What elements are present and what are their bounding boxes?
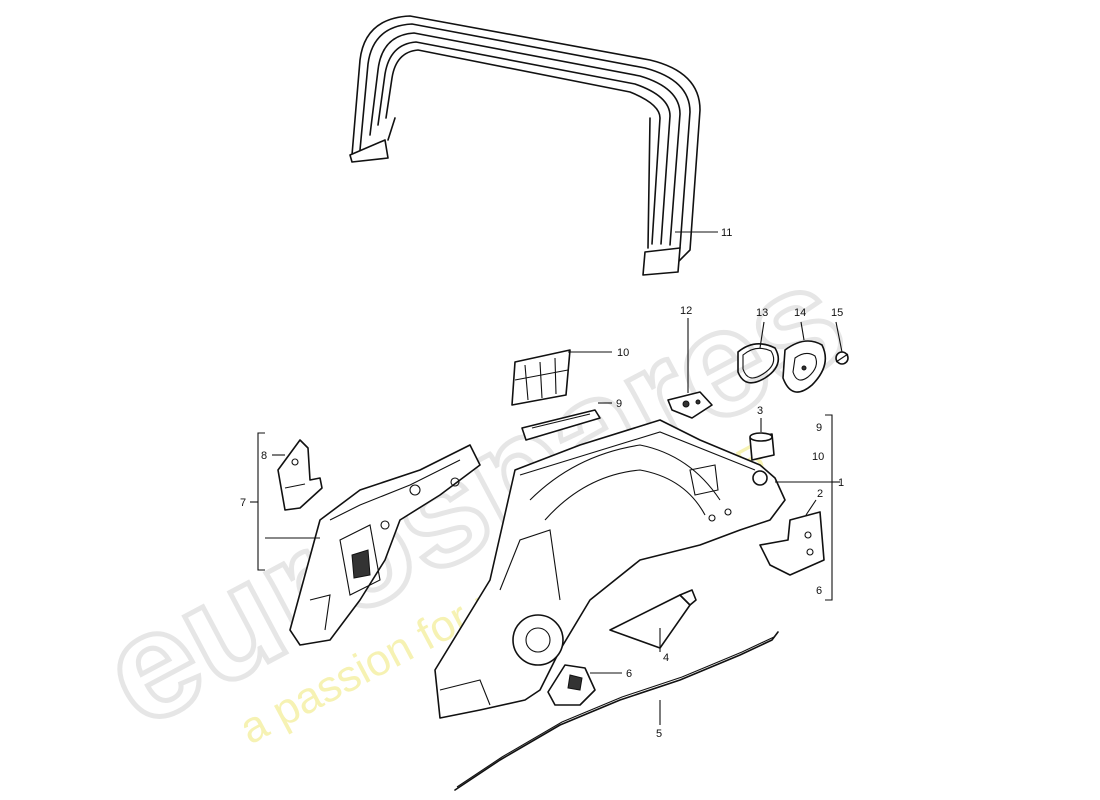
part-10-bracket bbox=[511, 349, 571, 406]
callout-3: 3 bbox=[757, 405, 763, 417]
callout-12: 12 bbox=[680, 305, 692, 317]
callout-range-9: 9 bbox=[816, 422, 822, 434]
callout-10: 10 bbox=[617, 347, 629, 359]
callout-11: 11 bbox=[721, 227, 732, 239]
callout-range-6: 6 bbox=[816, 585, 822, 597]
callout-1: 1 bbox=[838, 477, 844, 489]
part-2-support-bracket bbox=[759, 511, 825, 576]
callout-9: 9 bbox=[616, 398, 622, 410]
part-8-bracket bbox=[277, 439, 323, 511]
callout-6: 6 bbox=[626, 668, 632, 680]
callout-8: 8 bbox=[261, 450, 267, 462]
part-6-clip bbox=[547, 664, 596, 706]
callout-range-10: 10 bbox=[812, 451, 824, 463]
part-3-buffer bbox=[749, 432, 775, 461]
callout-5: 5 bbox=[656, 728, 662, 740]
callout-13: 13 bbox=[756, 307, 768, 319]
leader-lines bbox=[250, 231, 843, 725]
part-12-clip bbox=[667, 391, 713, 419]
callout-14: 14 bbox=[794, 307, 806, 319]
part-14-plate bbox=[782, 340, 827, 393]
callout-4: 4 bbox=[663, 652, 669, 664]
part-13-gasket bbox=[737, 343, 780, 384]
callouts: 11 10 9 12 13 14 15 3 1 2 4 6 5 8 7 9 10… bbox=[240, 227, 844, 740]
part-11-window-frame bbox=[349, 15, 701, 276]
callout-7: 7 bbox=[240, 497, 246, 509]
part-9-strip bbox=[521, 409, 601, 441]
callout-15: 15 bbox=[831, 307, 843, 319]
part-7-inner-panel bbox=[289, 444, 481, 646]
part-4-tube bbox=[609, 589, 697, 649]
part-1-wheel-arch bbox=[434, 419, 786, 719]
part-5-cable bbox=[454, 631, 779, 791]
part-15-screw bbox=[835, 351, 849, 365]
callout-2: 2 bbox=[817, 488, 823, 500]
